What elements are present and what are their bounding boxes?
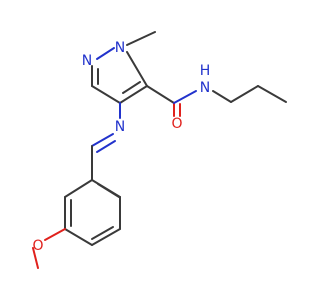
bond-c3-c4: [91, 85, 121, 104]
bond-n-imine-ch-double: [96, 140, 116, 153]
bond-ring-3-inner: [91, 226, 114, 240]
bond-ring-3: [91, 228, 121, 246]
bond-layer: [32, 31, 287, 269]
bond-ring-6: [64, 179, 93, 198]
bond-ring-4: [64, 228, 93, 246]
bond-c4-c5: [119, 85, 148, 104]
bond-carbonyl-nh: [173, 90, 197, 104]
bond-n-imine-ch: [91, 133, 114, 147]
atom-label-n2: N: [115, 40, 125, 56]
bond-c5-carbonyl: [146, 85, 175, 104]
atom-label-o-ether: O: [32, 238, 43, 254]
atom-label-h: H: [200, 63, 211, 79]
bond-ring-o-ether: [44, 228, 66, 241]
bond-c5-c4-inner: [122, 81, 141, 94]
atom-label-n-imine: N: [115, 119, 125, 135]
bond-ch2a-ch2b: [230, 85, 259, 103]
bond-o-ether-methyl: [32, 247, 39, 269]
bond-ch2b-ch3: [257, 85, 287, 103]
bond-c5-n2: [126, 51, 148, 87]
molecule-structure: N N N H O N O: [32, 31, 287, 269]
bond-nh-ch2a: [212, 90, 232, 103]
atom-label-nh: N: [200, 80, 210, 96]
atom-label-o-carbonyl: O: [171, 116, 182, 132]
bond-n2-methyl: [126, 31, 156, 46]
atom-label-layer: N N N H O N O: [32, 40, 210, 254]
atom-label-n1: N: [82, 53, 92, 69]
bond-n1-n2: [96, 47, 115, 60]
bond-ring-1-inner: [97, 183, 120, 198]
